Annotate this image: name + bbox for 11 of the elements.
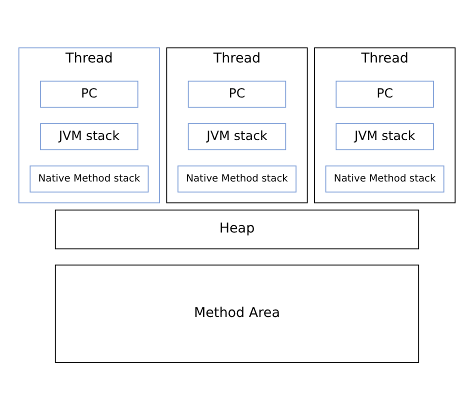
node-box: JVM stack bbox=[40, 122, 138, 150]
node-box: JVM stack bbox=[188, 122, 286, 150]
node-box: Heap bbox=[54, 209, 420, 249]
node-box: PC bbox=[336, 80, 434, 108]
node-box: Native Method stack bbox=[325, 164, 444, 192]
node-box: PC bbox=[40, 80, 138, 108]
node-box: Native Method stack bbox=[178, 164, 296, 192]
node-box: PC bbox=[188, 80, 286, 108]
node-box: Native Method stack bbox=[30, 164, 149, 192]
node-box: Method Area bbox=[54, 264, 420, 362]
node-box: JVM stack bbox=[336, 122, 434, 150]
